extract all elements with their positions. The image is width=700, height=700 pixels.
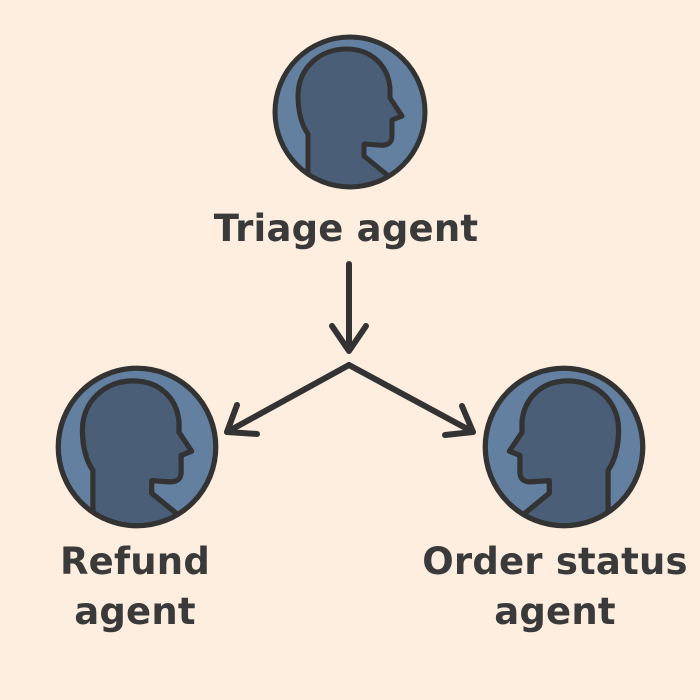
arrow-left-head bbox=[224, 402, 260, 437]
triage-agent-label-text: Triage agent bbox=[213, 207, 479, 250]
triage-agent-label: Triage agent bbox=[150, 204, 542, 254]
refund-agent-avatar bbox=[58, 368, 216, 531]
arrow-left-line bbox=[224, 362, 352, 435]
order-status-agent-label-line1: Order status bbox=[422, 540, 688, 583]
refund-agent-label-line1: Refund bbox=[59, 540, 211, 583]
person-avatar-icon bbox=[58, 368, 216, 531]
arrow-right-line bbox=[346, 362, 476, 435]
refund-agent-label: Refund agent bbox=[20, 537, 250, 637]
handoff-arrows bbox=[224, 261, 476, 438]
person-avatar-icon bbox=[275, 37, 425, 192]
order-status-agent-avatar bbox=[485, 368, 643, 531]
arrow-down-head bbox=[329, 323, 369, 354]
triage-agent-avatar bbox=[275, 37, 425, 192]
person-avatar-icon bbox=[485, 368, 643, 531]
refund-agent-label-line2: agent bbox=[74, 590, 196, 633]
order-status-agent-label: Order status agent bbox=[395, 537, 700, 637]
order-status-agent-label-line2: agent bbox=[494, 590, 616, 633]
arrow-right-head bbox=[442, 403, 476, 438]
